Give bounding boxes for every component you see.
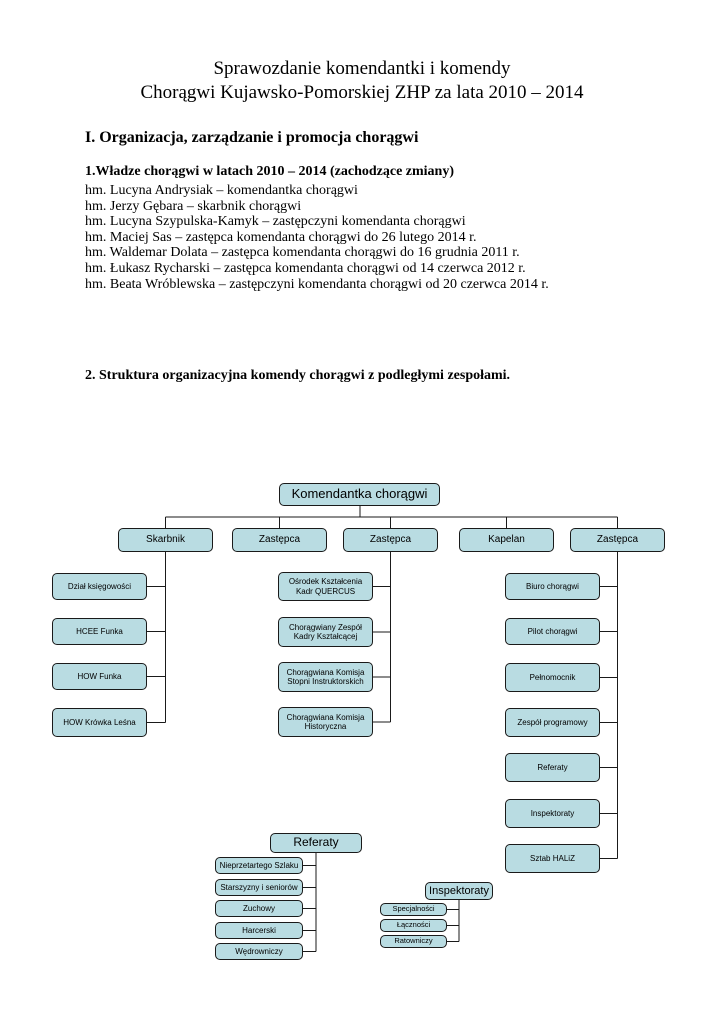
org-node-specjalnosci: Specjalności — [380, 903, 447, 916]
org-node-ratowniczy: Ratowniczy — [380, 935, 447, 948]
list-item: hm. Maciej Sas – zastępca komendanta cho… — [85, 229, 477, 245]
org-node-zastepca-3: Zastępca — [570, 528, 665, 552]
org-node-hcee-funka: HCEE Funka — [52, 618, 147, 645]
org-node-zespol-programowy: Zespół programowy — [505, 708, 600, 737]
list-item: hm. Jerzy Gębara – skarbnik chorągwi — [85, 198, 302, 214]
org-node-sztab-haliz: Sztab HALiZ — [505, 844, 600, 873]
list-item: hm. Lucyna Andrysiak – komendantka chorą… — [85, 183, 358, 198]
org-node-zastepca-2: Zastępca — [343, 528, 438, 552]
document-title-line-2: Chorągwi Kujawsko-Pomorskiej ZHP za lata… — [140, 82, 584, 103]
org-node-kapelan: Kapelan — [459, 528, 554, 552]
org-node-referaty: Referaty — [505, 753, 600, 782]
org-group-referaty: Referaty — [270, 833, 362, 853]
org-node-nieprzetartego-szlaku: Nieprzetartego Szlaku — [215, 857, 303, 874]
section-1-heading: I. Organizacja, zarządzanie i promocja c… — [85, 129, 419, 146]
org-node-pilot-choragwi: Pilot chorągwi — [505, 618, 600, 645]
org-node-inspektoraty: Inspektoraty — [505, 799, 600, 828]
org-node-zespol-kadry: Chorągwiany Zespół Kadry Kształcącej — [278, 617, 373, 647]
section-2-heading: 2. Struktura organizacyjna komendy chorą… — [85, 368, 511, 383]
org-node-pelnomocnik: Pełnomocnik — [505, 663, 600, 692]
subsection-1-heading: 1.Władze chorągwi w latach 2010 – 2014 (… — [85, 164, 454, 179]
org-node-komisja-historyczna: Chorągwiana Komisja Historyczna — [278, 707, 373, 737]
org-node-komendantka: Komendantka chorągwi — [279, 483, 440, 506]
list-item: hm. Łukasz Rycharski – zastępca komendan… — [85, 260, 526, 276]
org-node-zastepca-1: Zastępca — [232, 528, 327, 552]
org-node-how-funka: HOW Funka — [52, 663, 147, 690]
org-node-biuro-choragwi: Biuro chorągwi — [505, 573, 600, 600]
org-node-skarbnik: Skarbnik — [118, 528, 213, 552]
leadership-list: hm. Lucyna Andrysiak – komendantka chorą… — [85, 183, 549, 292]
org-node-harcerski: Harcerski — [215, 922, 303, 939]
org-node-komisja-stopni: Chorągwiana Komisja Stopni Instruktorski… — [278, 662, 373, 692]
list-item: hm. Beata Wróblewska – zastępczyni komen… — [85, 276, 549, 292]
org-node-lacznosci: Łączności — [380, 919, 447, 932]
org-group-inspektoraty: Inspektoraty — [425, 882, 493, 900]
org-node-dzial-ksiegowosci: Dział księgowości — [52, 573, 147, 600]
document-title-line-1: Sprawozdanie komendantki i komendy — [213, 58, 511, 79]
org-node-starszyzny-i-seniorow: Starszyzny i seniorów — [215, 879, 303, 896]
list-item: hm. Lucyna Szypulska-Kamyk – zastępczyni… — [85, 214, 466, 230]
org-node-how-krowka-lesna: HOW Krówka Leśna — [52, 708, 147, 737]
org-node-osrodek-quercus: Ośrodek Kształcenia Kadr QUERCUS — [278, 572, 373, 601]
list-item: hm. Waldemar Dolata – zastępca komendant… — [85, 245, 520, 261]
org-node-zuchowy: Zuchowy — [215, 900, 303, 917]
org-node-wedrowniczy: Wędrowniczy — [215, 943, 303, 960]
